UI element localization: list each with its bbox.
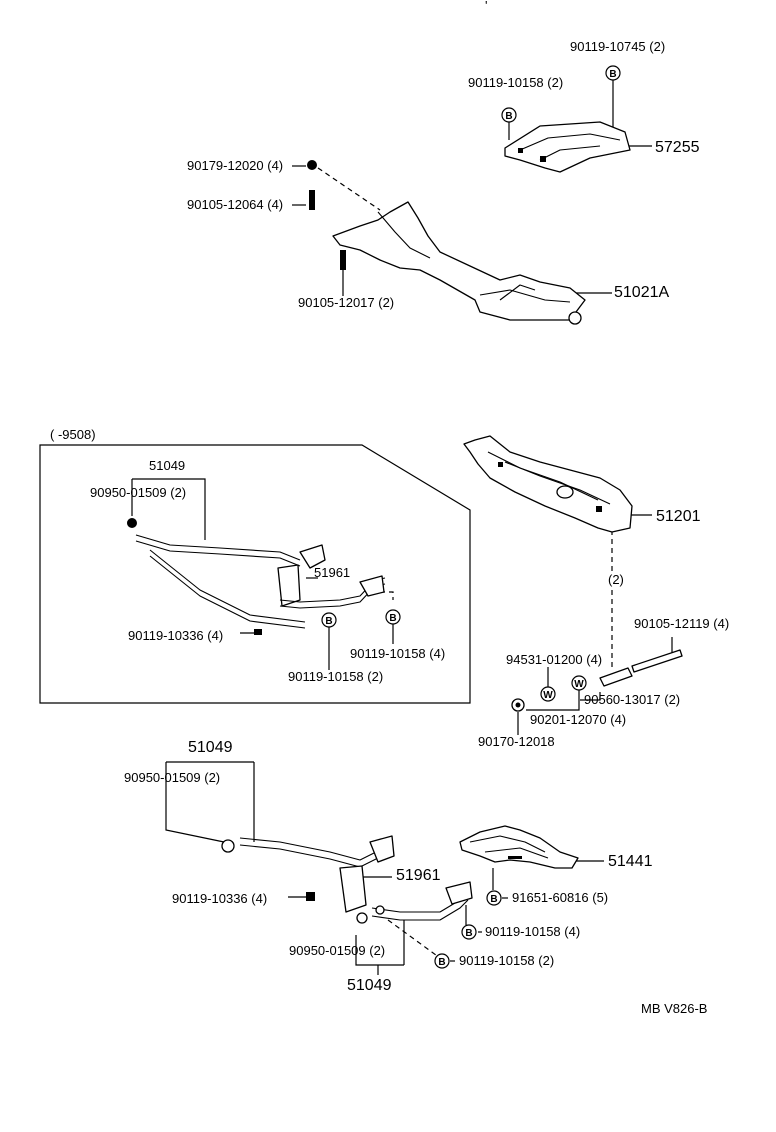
bolt-badge-icon: B [486,890,502,906]
label-51021A: 51021A [614,284,669,301]
crossmember-51021A [332,201,586,325]
label-51441: 51441 [608,853,653,870]
svg-text:B: B [490,894,497,905]
lower-group: 51049 90950-01509 (2) 51961 90119-10336 … [124,739,653,994]
label-90119-10158-4-inset: 90119-10158 (4) [350,646,445,661]
bolt-badge-icon: B [501,107,517,123]
label-90560-13017: 90560-13017 (2) [584,692,680,707]
diagram-code: MB V826-B [641,1001,707,1016]
svg-text:B: B [438,957,445,968]
label-90179-12020: 90179-12020 (4) [187,158,283,173]
label-91651-60816: 91651-60816 (5) [512,890,608,905]
bolt-badge-icon: B [385,609,401,625]
label-90170-12018: 90170-12018 [478,734,555,749]
label-51049-top: 51049 [188,739,233,756]
label-57255: 57255 [655,139,700,156]
svg-text:B: B [389,613,396,624]
svg-text:B: B [325,616,332,627]
crossmember-51201 [463,435,633,533]
label-90105-12119: 90105-12119 (4) [634,616,729,631]
stray-mark: ' [485,0,487,13]
bushing-icon [221,839,235,853]
spacer-90560 [599,667,633,687]
label-51049-bottom: 51049 [347,977,392,994]
label-51201: 51201 [656,508,701,525]
inset-range: ( -9508) [50,427,96,442]
nut-icon [307,160,317,170]
bolt-icon [631,649,683,673]
bracket-57255 [504,121,631,173]
washer-badge-icon: W [571,675,587,691]
right-group: 51201 (2) 90105-12119 (4) 94531-01200 (4… [463,435,729,749]
svg-text:W: W [574,679,584,690]
svg-text:B: B [505,111,512,122]
label-90105-12064: 90105-12064 (4) [187,197,283,212]
inset-box: ( -9508) 51049 90950-01509 (2) 51961 901… [39,427,471,704]
label-90119-10158-2-inset: 90119-10158 (2) [288,669,383,684]
upper-group: 90119-10745 (2) 90119-10158 (2) 57255 90… [187,39,700,325]
svg-text:W: W [543,690,553,701]
washer-badge-icon: W [540,686,556,702]
label-90950-01509-bottom: 90950-01509 (2) [289,943,385,958]
label-90119-10336-inset: 90119-10336 (4) [128,628,223,643]
skid-plate-51441 [459,825,579,869]
label-51049-inset: 51049 [149,458,185,473]
label-51961-inset: 51961 [314,565,350,580]
stabilizer-bar-inset [127,518,386,635]
label-90119-10158-upper: 90119-10158 (2) [468,75,563,90]
nut-icon [511,698,525,712]
label-90119-10158-4-lower: 90119-10158 (4) [485,924,580,939]
label-90950-01509-top: 90950-01509 (2) [124,770,220,785]
bolt-icon [340,250,346,270]
label-90119-10745: 90119-10745 (2) [570,39,665,54]
label-90201-12070: 90201-12070 (4) [530,712,626,727]
bolt-badge-icon: B [321,612,337,628]
label-90105-12017: 90105-12017 (2) [298,295,394,310]
svg-text:B: B [609,69,616,80]
label-51961-lower: 51961 [396,867,441,884]
bolt-badge-icon: B [434,953,450,969]
label-qty-2: (2) [608,572,624,587]
label-94531-01200: 94531-01200 (4) [506,652,602,667]
stabilizer-bar-lower [239,835,473,924]
svg-text:B: B [465,928,472,939]
bolt-icon [309,190,315,210]
label-90119-10158-2-lower: 90119-10158 (2) [459,953,554,968]
bolt-badge-icon: B [605,65,621,81]
label-90950-01509-inset: 90950-01509 (2) [90,485,186,500]
label-90119-10336-lower: 90119-10336 (4) [172,891,267,906]
bolt-badge-icon: B [461,924,477,940]
